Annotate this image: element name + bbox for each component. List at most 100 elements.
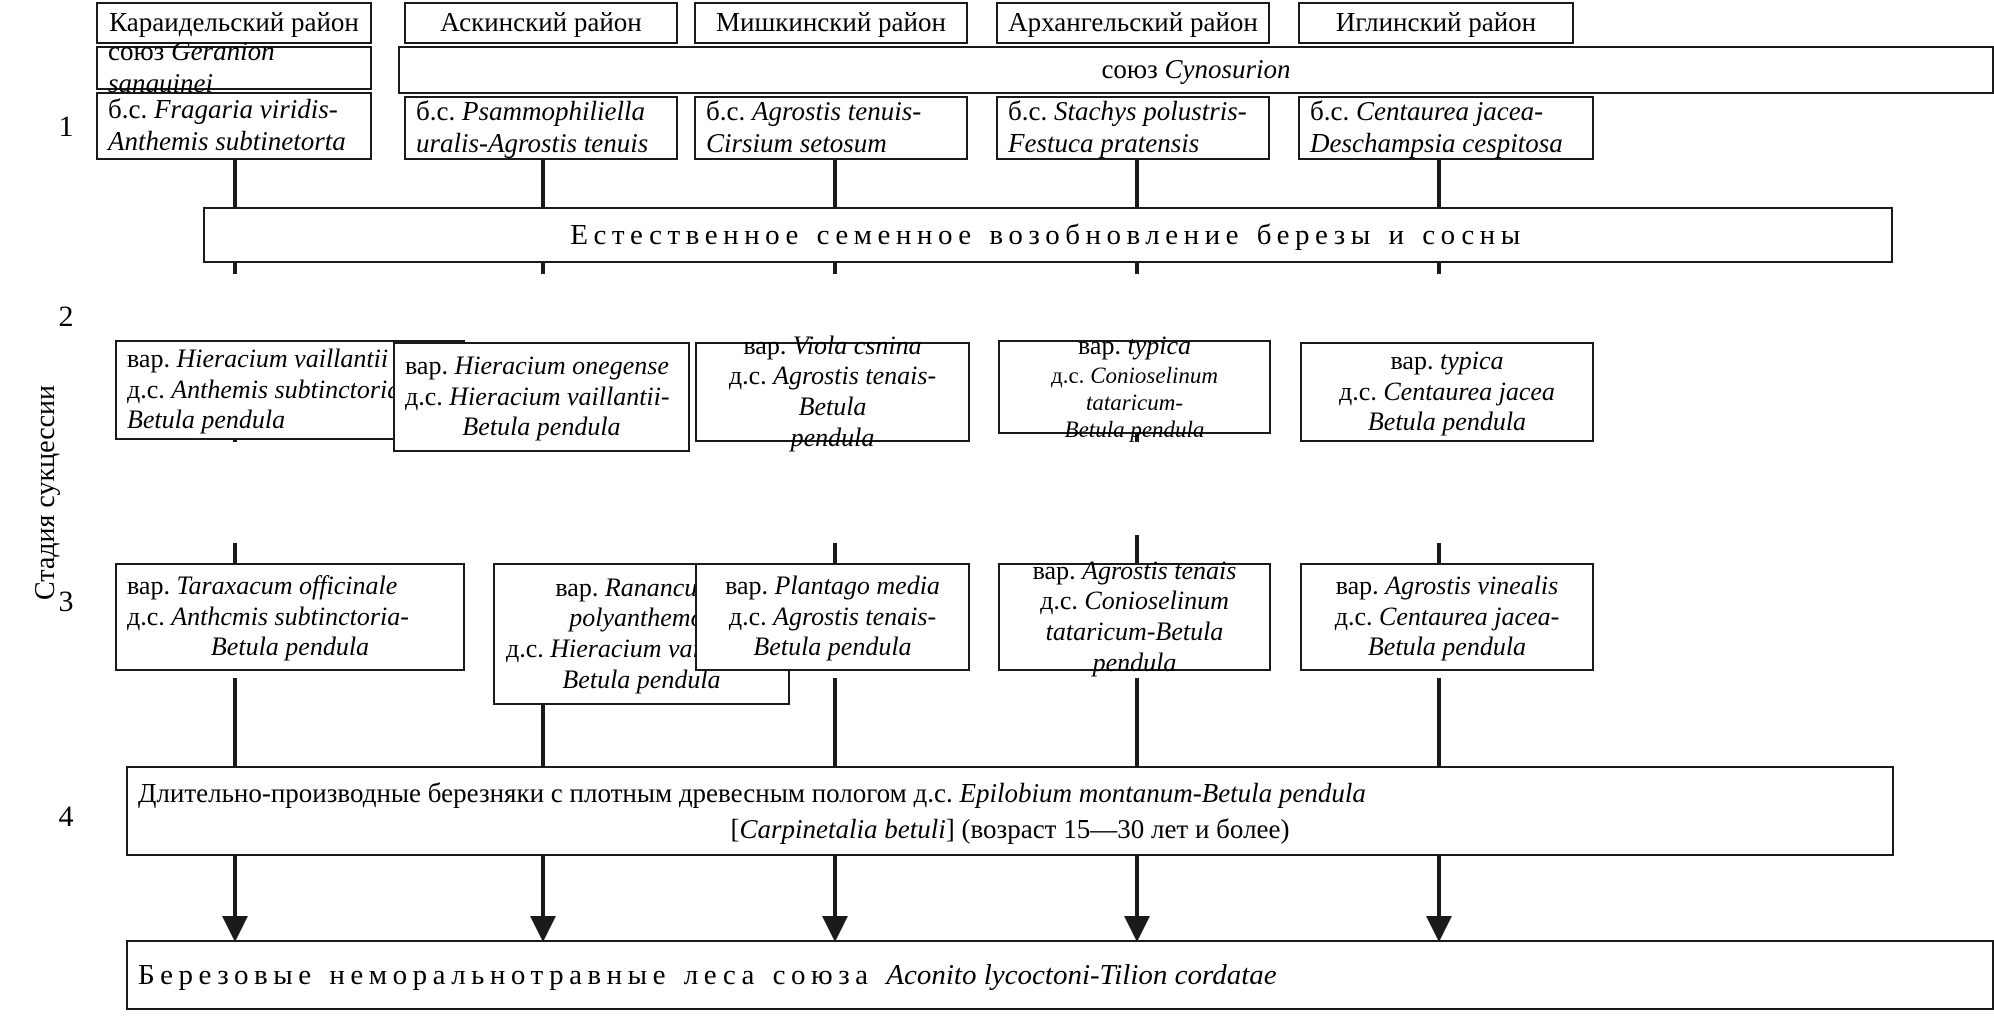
ds-prefix: д.с. [728,601,774,631]
var-name: Plantago media [774,570,940,600]
ds-prefix: д.с. [405,381,450,411]
bc-prefix: б.с. [108,94,154,125]
stage3-text: вар. Agrostis vinealis д.с. Centaurea ja… [1302,571,1592,663]
bc-prefix: б.с. [416,96,462,127]
region-header-label: Иглинский район [1335,7,1537,38]
connector-line [541,160,545,208]
bc-line2: Cirsium setosum [706,128,887,158]
union-box-cynosurion[interactable]: союз Cynosurion [398,46,1994,94]
var-prefix: вар. [1032,555,1083,585]
var-name: Hieracium onegense [454,350,669,380]
arrow-head-icon [822,916,848,942]
stage3-text: вар. Plantago media д.с. Agrostis tenais… [697,571,968,663]
stage4-line1-italic: Epilobium montanum-Betula pendula [959,777,1366,808]
var-prefix: вар. [405,350,455,380]
var-name: typica [1439,345,1504,375]
stage3-text: вар. Agrostis tenais д.с. Conioselinum t… [1000,556,1269,679]
var-extra: polyanthemos [569,603,714,633]
bc-line1: Psammophiliella [461,96,645,127]
stage2-text: вар. Viola csnina д.с. Agrostis tenais-B… [697,331,968,454]
axis-title-succession-stage: Стадия сукцессии [30,384,61,600]
region-header-label: Караидельский район [109,7,359,38]
union-name: Cynosurion [1164,54,1291,85]
ds-line2: Betula pendula [753,632,912,662]
stage4-line2-open: [ [730,814,740,844]
var-name: Taraxacum officinale [176,570,398,600]
region-header-1[interactable]: Аскинский район [404,2,678,44]
var-name: Agrostis vinealis [1385,570,1559,600]
region-header-3[interactable]: Архангельский район [996,2,1270,44]
stage3-box-2[interactable]: вар. Plantago media д.с. Agrostis tenais… [695,563,970,671]
var-prefix: вар. [1335,570,1386,600]
ds-line2: Betula pendula [1367,632,1527,662]
stage1-box-2[interactable]: б.с. Agrostis tenuis- Cirsium setosum [694,96,968,160]
stage3-box-0[interactable]: вар. Taraxacum officinale д.с. Anthcmis … [115,563,465,671]
ds-prefix: д.с. [1334,601,1379,631]
ds-line2: Betula pendula [1064,416,1205,442]
connector-line [233,160,237,208]
stage1-text: б.с. Centaurea jacea- Deschampsia cespit… [1300,96,1592,160]
ds-line1: Conioselinum tataricum- [1085,362,1218,415]
stage1-box-1[interactable]: б.с. Psammophiliella uralis-Agrostis ten… [404,96,678,160]
union-prefix: союз [108,36,172,67]
stage-number-1: 1 [58,110,74,143]
stage2-box-2[interactable]: вар. Viola csnina д.с. Agrostis tenais-B… [695,331,970,452]
stage2-box-1[interactable]: вар. Hieracium onegense д.с. Hieracium v… [393,342,690,452]
stage3-box-1[interactable]: вар. Rananculus polyanthemos д.с. Hierac… [493,563,790,705]
bc-line1: Stachys polustris- [1053,96,1247,127]
bc-line1: Centaurea jacea- [1355,96,1544,127]
arrow-head-icon [1426,916,1452,942]
stage4-box[interactable]: Длительно-производные березняки с плотны… [126,766,1894,856]
ds-line2: Betula pendula [562,664,721,694]
bc-line2: Deschampsia cespitosa [1310,128,1563,158]
union-prefix: союз [1101,54,1165,85]
bottom-label: Березовые неморальнотравные леса союза [138,958,887,991]
union-box-geranion[interactable]: союз Geranion sanguinei [96,36,372,98]
var-name: Viola csnina [792,330,922,360]
ds-prefix: д.с. [1051,362,1091,388]
stage4-text: Длительно-производные березняки с плотны… [128,775,1892,848]
bc-prefix: б.с. [706,96,752,127]
region-header-2[interactable]: Мишкинский район [694,2,968,44]
bottom-box-birch-forests[interactable]: Березовые неморальнотравные леса союза A… [126,940,1994,1010]
stage2-box-3[interactable]: вар. typica д.с. Conioselinum tataricum-… [998,331,1271,442]
stage1-box-4[interactable]: б.с. Centaurea jacea- Deschampsia cespit… [1298,96,1594,160]
ds-prefix: д.с. [728,361,774,391]
ds-line1: Anthcmis subtinctoria- [171,601,409,631]
arrow-head-icon [530,916,556,942]
connector-line [1437,160,1441,208]
stage2-box-4[interactable]: вар. typica д.с. Centaurea jacea Betula … [1300,342,1594,442]
arrow-head-icon [1124,916,1150,942]
stage3-box-4[interactable]: вар. Agrostis vinealis д.с. Centaurea ja… [1300,563,1594,671]
bc-prefix: б.с. [1310,96,1356,127]
union-label: союз Geranion sanguinei [98,36,370,100]
var-prefix: вар. [1077,330,1128,360]
ds-line1: Centaurea jacea [1383,376,1555,406]
connector-line [833,160,837,208]
ds-line1: Centaurea jacea- [1379,601,1560,631]
region-header-4[interactable]: Иглинский район [1298,2,1574,44]
banner-natural-regeneration[interactable]: Естественное семенное возобновление бере… [203,207,1893,263]
stage4-line1-prefix: Длительно-производные березняки с плотны… [138,777,960,808]
stage-number-3: 3 [58,585,74,618]
union-label: союз Cynosurion [400,54,1992,86]
stage1-text: б.с. Fragaria viridis- Anthemis subtinet… [98,94,370,158]
ds-line1: Conioselinum [1084,586,1229,616]
ds-line1: Agrostis tenais-Betula [773,361,937,421]
ds-line2: tataricum-Betula pendula [1045,617,1224,677]
stage1-box-0[interactable]: б.с. Fragaria viridis- Anthemis subtinet… [96,92,372,160]
ds-line2: pendula [790,422,875,452]
stage3-box-3[interactable]: вар. Agrostis tenais д.с. Conioselinum t… [998,556,1271,677]
var-prefix: вар. [127,570,177,600]
connector-line [1135,160,1139,208]
region-header-0[interactable]: Караидельский район [96,2,372,44]
stage1-box-3[interactable]: б.с. Stachys polustris- Festuca pratensi… [996,96,1270,160]
ds-line1: Hieracium vaillantii- [449,381,670,411]
var-prefix: вар. [127,343,177,373]
bc-line1: Agrostis tenuis- [751,96,922,127]
ds-prefix: д.с. [1339,376,1384,406]
region-header-label: Архангельский район [1008,7,1258,38]
bc-line2: Festuca pratensis [1008,128,1200,158]
var-prefix: вар. [555,572,605,602]
bottom-italic-name: Aconito lycoctoni-Tilion cordatae [886,958,1277,991]
